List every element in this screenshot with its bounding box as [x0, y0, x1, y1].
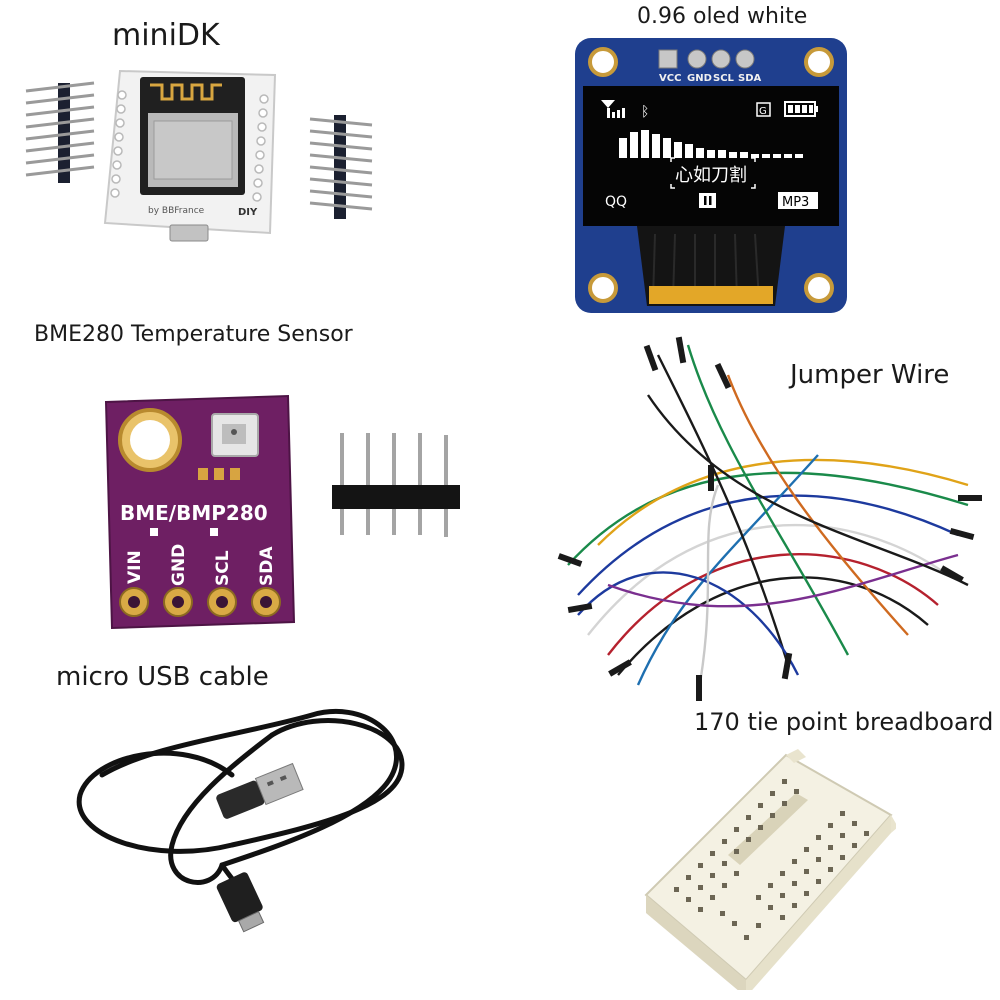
signal-icon: [601, 100, 625, 118]
micro-usb-cable-label: micro USB cable: [56, 662, 269, 692]
bme-pin-gnd: GND: [169, 544, 189, 586]
bme-pin-sda: SDA: [257, 546, 277, 586]
micro-usb-plug: [216, 872, 265, 933]
minidk-logo-text: DIY: [238, 207, 258, 218]
oled-screen: ᛒ G 心如刀割 QQ: [601, 100, 818, 210]
micro-usb-cable-photo: [76, 708, 405, 933]
oled-label: 0.96 oled white: [637, 4, 808, 29]
jumper-wire-label: Jumper Wire: [790, 360, 950, 390]
breadboard-label: 170 tie point breadboard: [694, 708, 994, 736]
bme280-sensor-chip: [211, 413, 259, 457]
minidk-maker-text: by BBFrance: [148, 206, 205, 216]
pause-icon: [699, 193, 716, 208]
bme280-board-photo: BME/BMP280 VIN GND SCL SDA: [104, 394, 296, 630]
jumper-wire-photo: [557, 336, 982, 701]
equalizer-bars: [619, 130, 803, 158]
minidk-label: miniDK: [112, 18, 220, 53]
bme-pin-vin: VIN: [125, 550, 145, 584]
bme280-label: BME280 Temperature Sensor: [34, 322, 353, 347]
minidk-pcb: by BBFrance DIY: [103, 69, 277, 242]
five-pin-header-photo: [332, 433, 460, 537]
oled-pin-vcc: VCC: [659, 73, 681, 84]
battery-icon: [784, 101, 818, 117]
oled-pin-scl: SCL: [713, 73, 735, 84]
bme-pin-scl: SCL: [213, 550, 233, 586]
pin-header-left: [25, 81, 95, 183]
oled-qq-label: QQ: [605, 194, 627, 210]
minidk-board-photo: by BBFrance DIY: [25, 69, 373, 242]
oled-screen-icon: G: [759, 106, 767, 117]
usb-a-plug: [216, 762, 304, 819]
bluetooth-icon: ᛒ: [641, 104, 649, 120]
oled-pin-sda: SDA: [738, 73, 762, 84]
breadboard-photo: [644, 749, 896, 990]
oled-pin-gnd: GND: [687, 73, 712, 84]
bme280-board-title: BME/BMP280: [120, 501, 268, 525]
breadboard-holes: [674, 779, 869, 940]
oled-module-photo: VCC GND SCL SDA ᛒ G: [575, 38, 847, 313]
oled-chinese-text: 心如刀割: [675, 165, 747, 186]
oled-mp3-label: MP3: [782, 195, 809, 210]
oled-pin-pads: [658, 49, 755, 69]
pin-header-right: [309, 115, 373, 219]
